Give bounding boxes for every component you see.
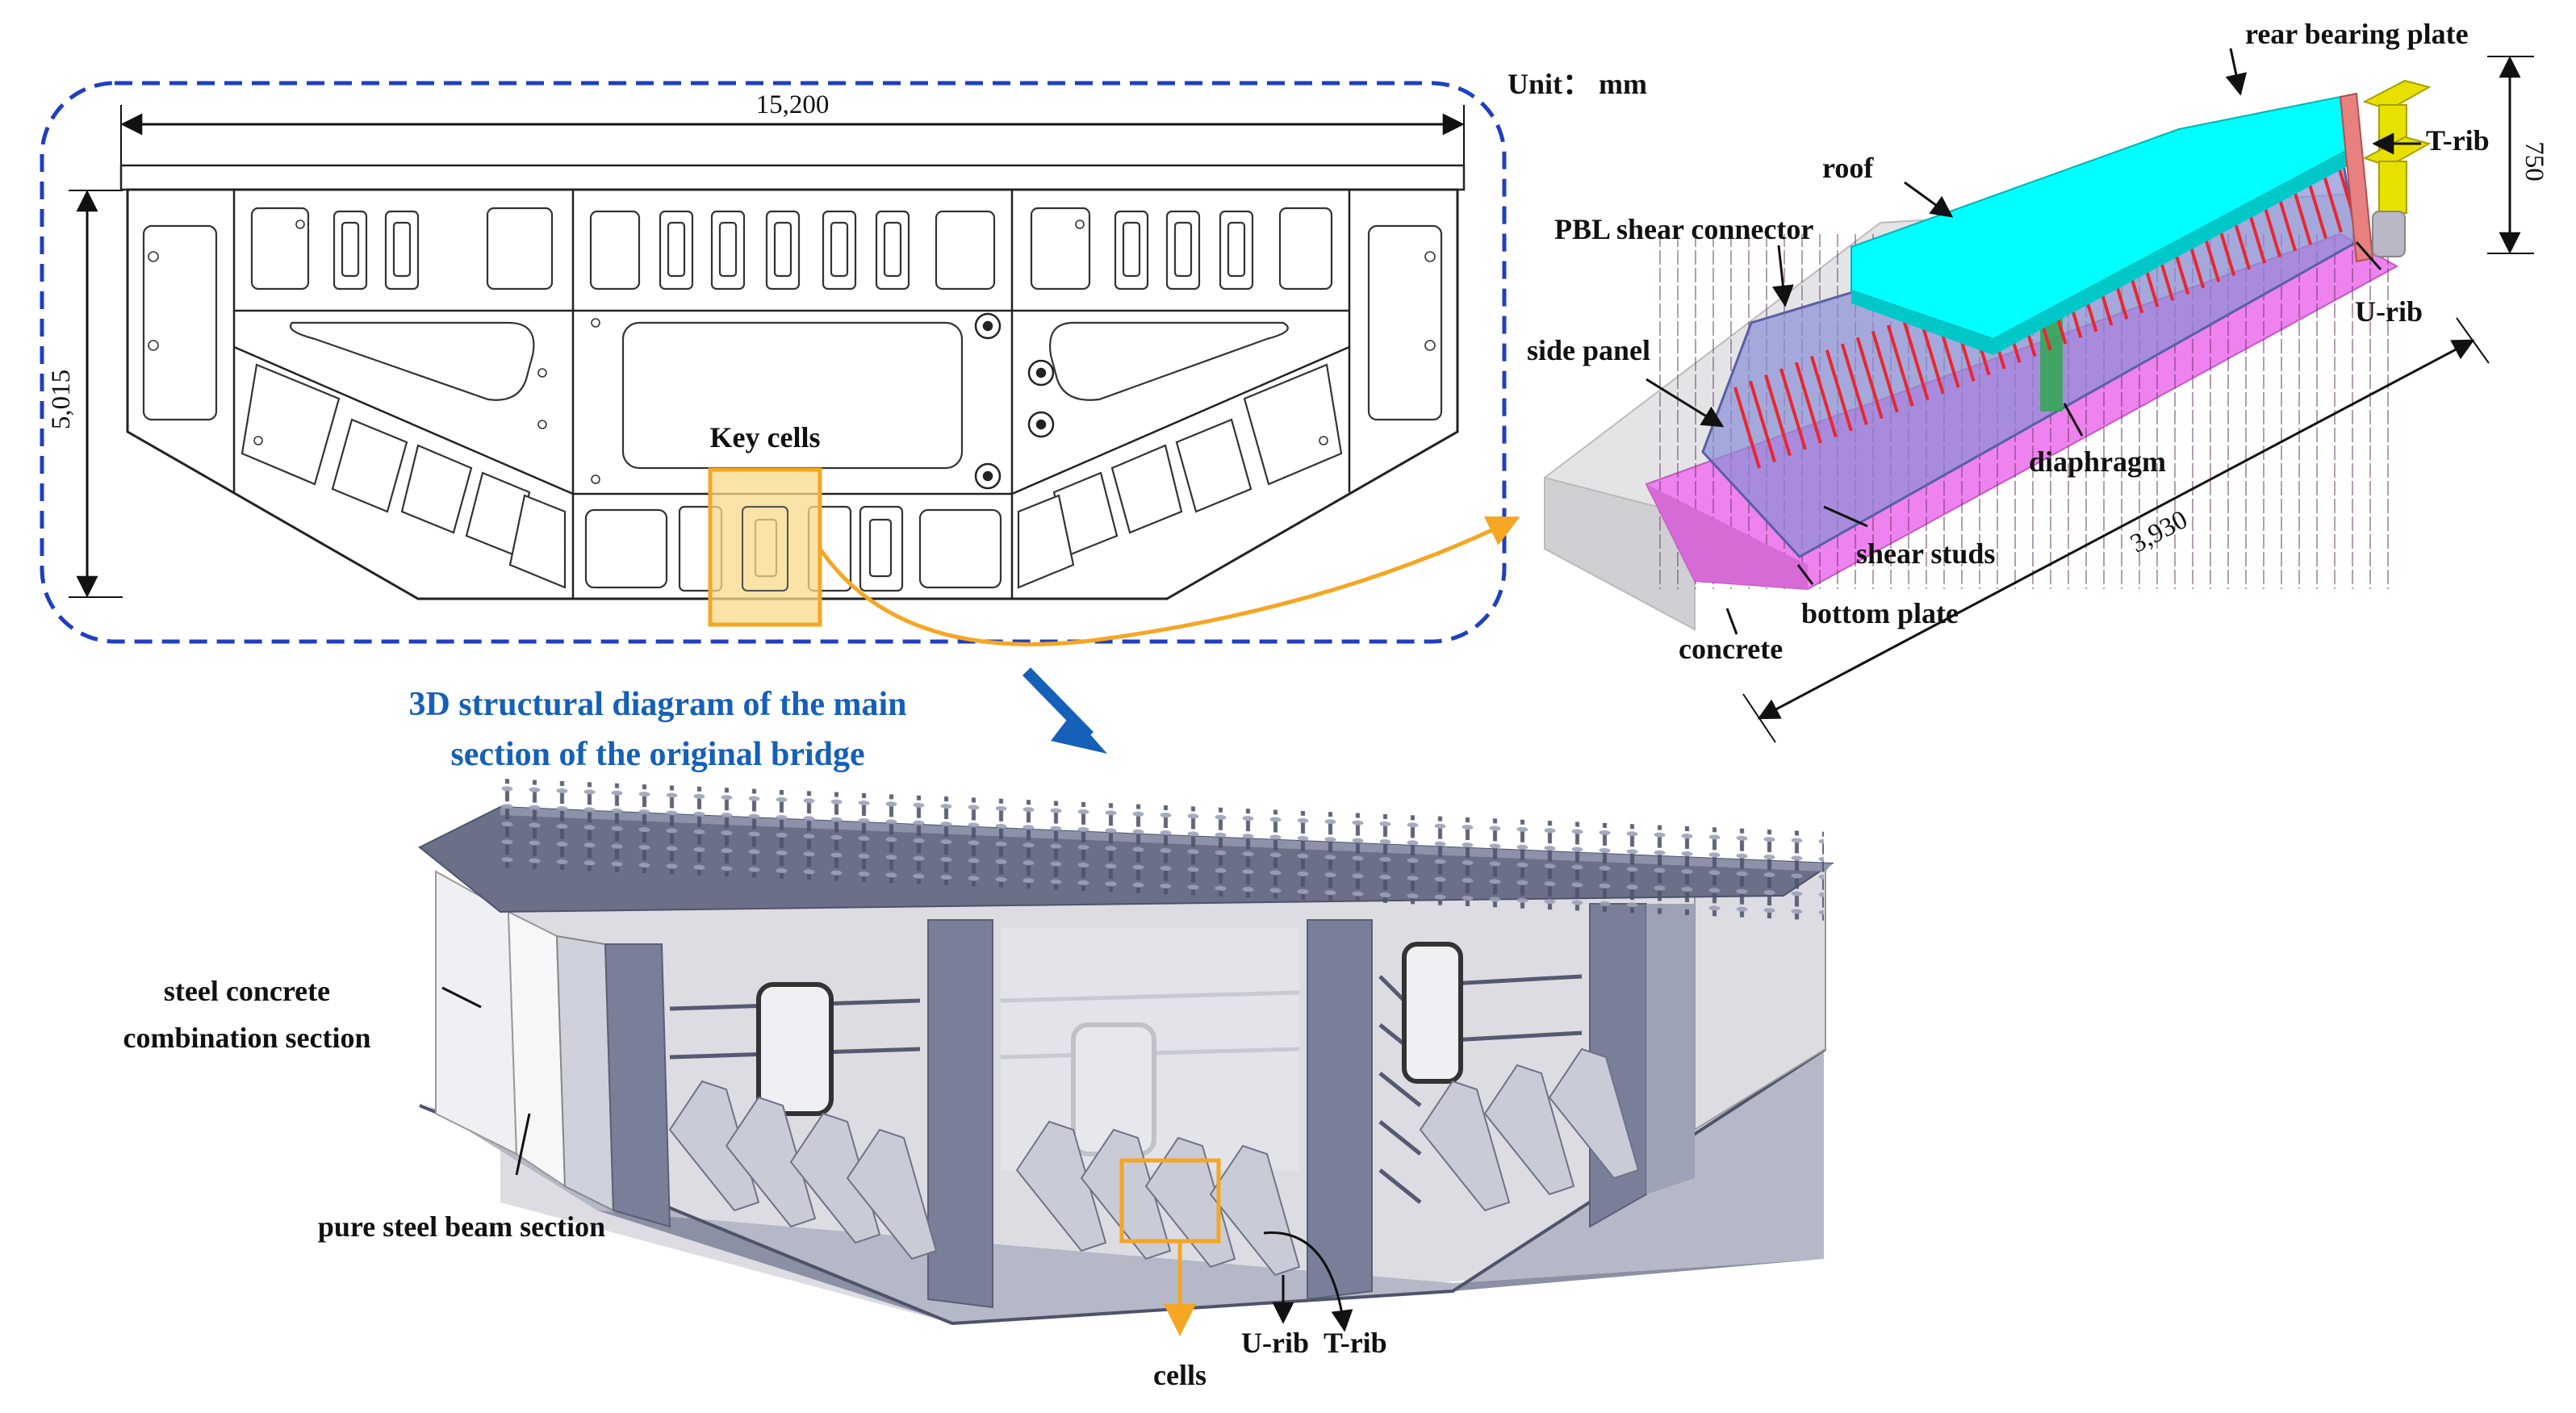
floor-rib	[1548, 1047, 1640, 1180]
unit-label: Unit： mm	[1508, 68, 1647, 100]
floor-ribs	[668, 1047, 1640, 1277]
pbl-label: PBL shear connector	[1554, 213, 1813, 245]
top-cells	[142, 207, 1443, 421]
diaphragm-label: diaphragm	[2029, 445, 2166, 478]
key-cells-to-detail-arrow	[818, 516, 1520, 646]
caption-line1: 3D structural diagram of the main	[408, 686, 906, 723]
pbl-connector-bar	[1733, 387, 1761, 469]
cross-section-panel: 15,200 5,015	[40, 68, 1647, 644]
pure-steel-label: pure steel beam section	[318, 1210, 605, 1243]
cells-highlight	[1119, 1158, 1221, 1244]
bolt-rings	[974, 312, 1055, 490]
shear-studs-label: shear studs	[1856, 537, 1995, 570]
steel-concrete-label-1: steel concrete	[164, 975, 330, 1007]
detail-panel: rear bearing plate T-rib roof PBL shear …	[1527, 18, 2549, 743]
floor-rib	[1419, 1080, 1511, 1212]
bridge-3d: cells U-rib T-rib steel concrete combina…	[123, 778, 1835, 1391]
u-rib-end	[2372, 211, 2406, 257]
steel-concrete-label-2: combination section	[123, 1022, 370, 1054]
roof-label: roof	[1822, 152, 1874, 184]
t-rib-label: T-rib	[2426, 124, 2490, 157]
concrete-label: concrete	[1679, 633, 1783, 665]
floor-rib	[1483, 1064, 1575, 1196]
cells-label: cells	[1153, 1359, 1206, 1391]
t-ribs	[2362, 79, 2432, 214]
detail-height-text: 750	[2520, 141, 2549, 182]
dashed-frame	[40, 81, 1507, 644]
section-top-deck	[119, 164, 1466, 191]
u-rib-label: U-rib	[2355, 295, 2423, 328]
width-dimension-text: 15,200	[756, 90, 830, 119]
key-cells-highlight	[708, 467, 822, 627]
blue-down-arrow	[1022, 667, 1107, 754]
rear-bearing-plate-label: rear bearing plate	[2245, 18, 2469, 50]
caption-line2: section of the original bridge	[450, 736, 864, 773]
web-openings	[289, 321, 1289, 470]
side-panel-label: side panel	[1527, 334, 1650, 366]
detail-length-line	[1757, 339, 2475, 720]
floor-rib	[846, 1128, 938, 1260]
bottom-t-rib-label: T-rib	[1324, 1327, 1387, 1359]
floor-rib	[1209, 1144, 1301, 1277]
key-cells-label: Key cells	[710, 421, 821, 454]
rear-bearing-plate	[2339, 92, 2374, 263]
height-dimension-text: 5,015	[47, 370, 76, 429]
bottom-u-rib-label: U-rib	[1241, 1327, 1309, 1359]
